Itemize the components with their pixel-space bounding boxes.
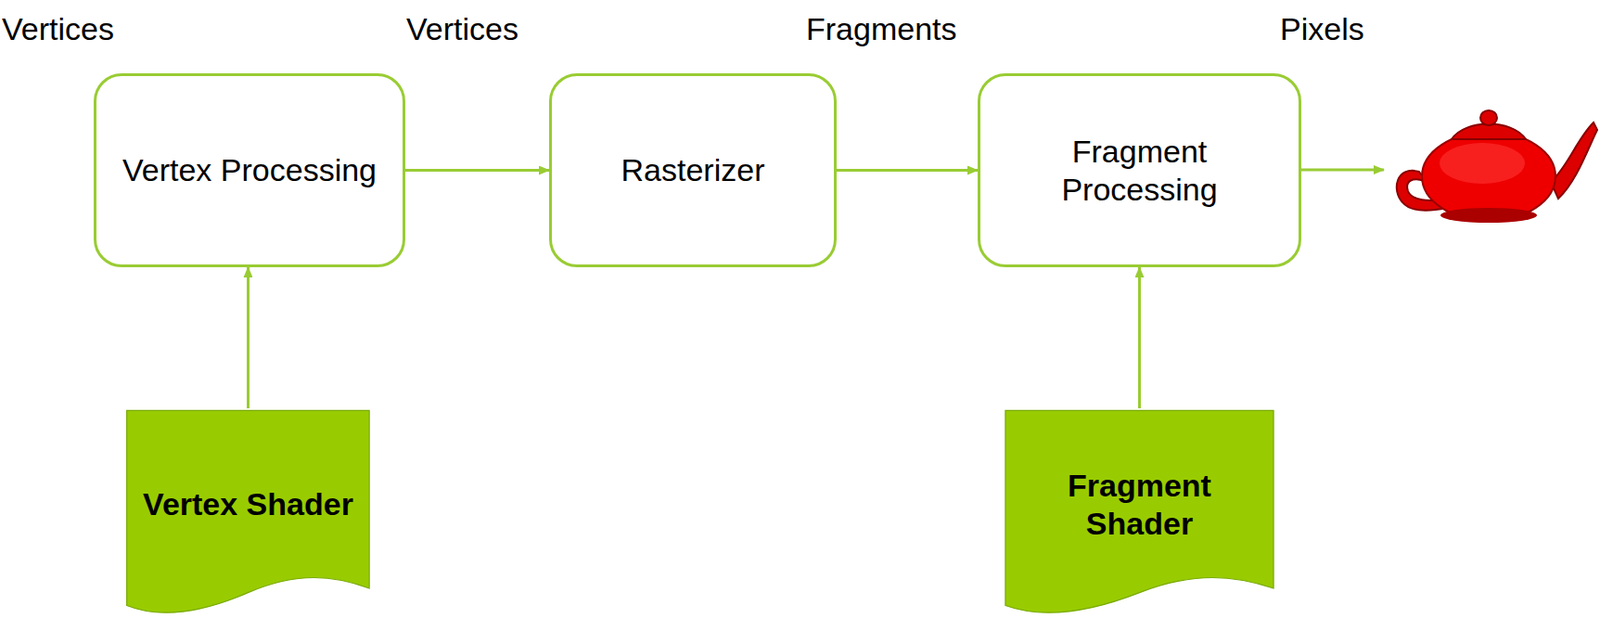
process-box: Vertex Processing <box>93 73 406 268</box>
flow-arrow <box>1138 267 1141 409</box>
data-kind-label: Vertices <box>406 11 519 48</box>
output-arrow <box>1298 168 1384 172</box>
flow-arrow <box>405 168 550 172</box>
stage-label: Rasterizer <box>608 151 779 190</box>
flow-arrow <box>246 267 250 409</box>
shader-document: Fragment Shader <box>1002 408 1277 623</box>
data-kind-label: Pixels <box>1280 11 1365 48</box>
stage-label: Vertex Processing <box>109 151 390 190</box>
flow-arrow <box>836 168 978 172</box>
data-kind-label: Fragments <box>806 11 958 48</box>
shader-label: Vertex Shader <box>129 485 367 524</box>
process-box: Fragment Processing <box>977 73 1302 268</box>
teapot-illustration <box>1396 110 1598 223</box>
process-box: Rasterizer <box>549 73 837 268</box>
shader-document: Vertex Shader <box>124 408 372 623</box>
stage-label: Fragment Processing <box>980 132 1299 209</box>
data-kind-label: Vertices <box>1 11 115 48</box>
shader-label: Fragment Shader <box>1002 466 1277 543</box>
